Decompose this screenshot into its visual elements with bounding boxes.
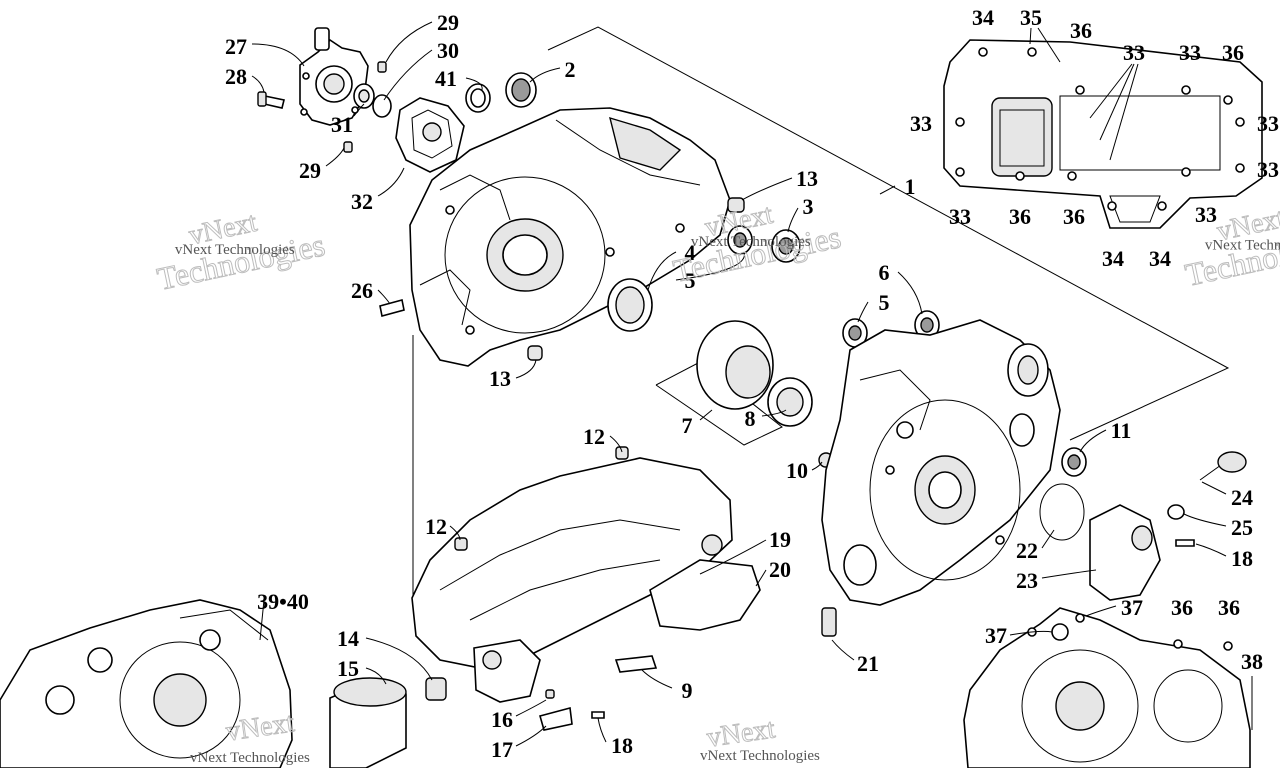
callout-18: 18 [611, 733, 633, 758]
callout-34: 34 [972, 5, 994, 30]
leader-lines [251, 21, 1253, 747]
callout-5: 5 [879, 290, 890, 315]
callout-20: 20 [769, 557, 791, 582]
case-overview-left [0, 599, 293, 768]
callout-26: 26 [351, 278, 373, 303]
callout-22: 22 [1016, 538, 1038, 563]
callout-21: 21 [857, 651, 879, 676]
callout-38: 38 [1241, 649, 1263, 674]
oil-pan [411, 446, 761, 673]
callout-32: 32 [351, 189, 373, 214]
callout-2: 2 [565, 57, 576, 82]
callout-33: 33 [1257, 111, 1279, 136]
callout-39-40: 39•40 [257, 589, 309, 614]
callout-36: 36 [1218, 595, 1240, 620]
callout-1: 1 [905, 174, 916, 199]
callout-7: 7 [682, 413, 693, 438]
callout-12: 12 [583, 424, 605, 449]
callout-36: 36 [1171, 595, 1193, 620]
callout-31: 31 [331, 112, 353, 137]
callout-33: 33 [1123, 40, 1145, 65]
callout-13: 13 [489, 366, 511, 391]
callout-15: 15 [337, 656, 359, 681]
callout-28: 28 [225, 64, 247, 89]
callout-34: 34 [1149, 246, 1171, 271]
watermark-small: vNext Technologies [691, 234, 811, 250]
callout-10: 10 [786, 458, 808, 483]
callout-11: 11 [1111, 418, 1132, 443]
callout-36: 36 [1009, 204, 1031, 229]
filter-cover-assembly [1039, 451, 1247, 601]
callout-9: 9 [682, 678, 693, 703]
watermark-small: vNext Technologies [175, 242, 295, 258]
crankcase-left-half [379, 107, 801, 367]
callout-33: 33 [949, 204, 971, 229]
assembly-brackets [412, 26, 1230, 602]
callout-33: 33 [1195, 202, 1217, 227]
callout-3: 3 [803, 194, 814, 219]
callout-18: 18 [1231, 546, 1253, 571]
callout-16: 16 [491, 707, 513, 732]
callout-8: 8 [745, 406, 756, 431]
callout-33: 33 [1179, 40, 1201, 65]
callout-29: 29 [437, 10, 459, 35]
callout-41: 41 [435, 66, 457, 91]
callout-25: 25 [1231, 515, 1253, 540]
callout-37: 37 [1121, 595, 1143, 620]
callout-34: 34 [1102, 246, 1124, 271]
callout-37: 37 [985, 623, 1007, 648]
callout-23: 23 [1016, 568, 1038, 593]
callout-36: 36 [1070, 18, 1092, 43]
callout-14: 14 [337, 626, 359, 651]
callout-24: 24 [1231, 485, 1253, 510]
callout-17: 17 [491, 737, 513, 762]
callout-4: 4 [685, 240, 696, 265]
watermark-small: vNext Technologies [1205, 238, 1280, 254]
oil-filter [329, 639, 605, 768]
callout-30: 30 [437, 38, 459, 63]
crankcase-right-half [821, 319, 1087, 637]
callout-27: 27 [225, 34, 247, 59]
watermark-small: vNext Technologies [700, 748, 820, 764]
callout-12: 12 [425, 514, 447, 539]
callout-13: 13 [796, 166, 818, 191]
watermark-small: vNext Technologies [190, 750, 310, 766]
callout-36: 36 [1222, 40, 1244, 65]
callout-36: 36 [1063, 204, 1085, 229]
oil-pump-assembly [257, 27, 537, 173]
callout-6: 6 [879, 260, 890, 285]
callout-33: 33 [910, 111, 932, 136]
callout-35: 35 [1020, 5, 1042, 30]
callout-29: 29 [299, 158, 321, 183]
callout-19: 19 [769, 527, 791, 552]
callout-5: 5 [685, 268, 696, 293]
callout-33: 33 [1257, 157, 1279, 182]
